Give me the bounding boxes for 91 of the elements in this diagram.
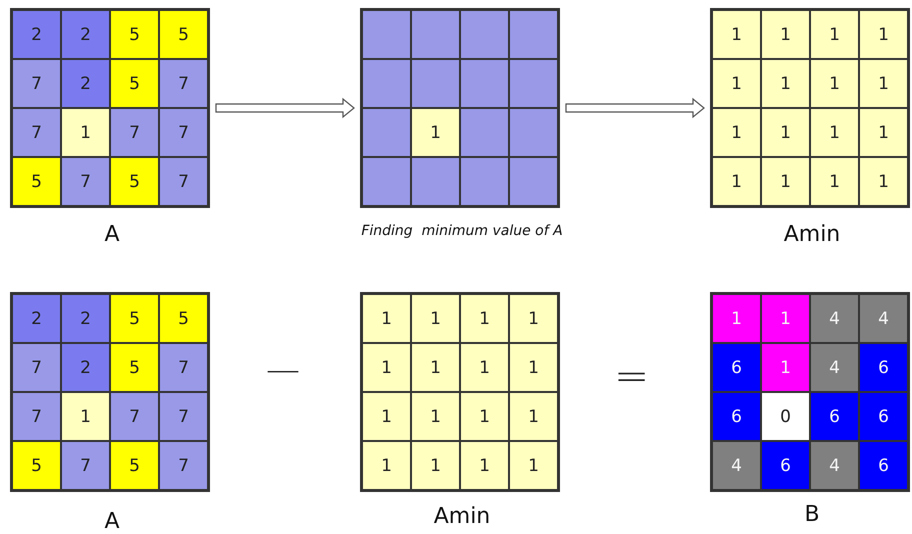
- grid-cell: 7: [12, 392, 61, 441]
- grid-cell: 1: [761, 157, 810, 206]
- matrix-name: Amin: [784, 222, 840, 247]
- grid-cell: 1: [810, 108, 859, 157]
- grid-cell: 1: [712, 294, 761, 343]
- grid-cell: 1: [362, 294, 411, 343]
- grid-cell: 1: [411, 392, 460, 441]
- grid-cell: 1: [411, 108, 460, 157]
- grid-cell: 2: [61, 10, 110, 59]
- grid-cell: 5: [159, 10, 208, 59]
- grid-cell: 1: [460, 392, 509, 441]
- grid-cell: 5: [110, 441, 159, 490]
- grid-cell: 1: [509, 392, 558, 441]
- grid-cell: 5: [110, 10, 159, 59]
- grid-cell: 2: [12, 10, 61, 59]
- matrix-name: A: [104, 509, 120, 534]
- grid-cell: 1: [761, 108, 810, 157]
- grid-cell: 7: [12, 343, 61, 392]
- grid-cell: 1: [810, 157, 859, 206]
- caption-text: Finding minimum value of A: [361, 223, 563, 239]
- grid-cell: 2: [61, 294, 110, 343]
- grid-cell: 1: [810, 59, 859, 108]
- grid-cell: 4: [859, 294, 908, 343]
- grid-cell: 1: [712, 59, 761, 108]
- grid-cell: 1: [761, 343, 810, 392]
- grid-cell: 1: [362, 343, 411, 392]
- grid-cell: 1: [509, 343, 558, 392]
- grid-cell: 6: [859, 392, 908, 441]
- grid-cell: 1: [761, 294, 810, 343]
- grid-cell: 5: [110, 294, 159, 343]
- grid-cell: 7: [61, 157, 110, 206]
- grid-cell: 7: [110, 392, 159, 441]
- grid-cell: 1: [411, 294, 460, 343]
- grid-cell: 1: [859, 108, 908, 157]
- equals-sign: =: [614, 355, 650, 397]
- grid-cell: 7: [12, 59, 61, 108]
- hollow-arrow: [215, 98, 355, 118]
- grid-cell: 4: [810, 343, 859, 392]
- hollow-arrow: [565, 98, 705, 118]
- grid-cell: 1: [712, 108, 761, 157]
- grid-cell: 6: [859, 343, 908, 392]
- grid-cell: 4: [810, 441, 859, 490]
- grid-cell: 1: [362, 392, 411, 441]
- grid-cell: 7: [159, 108, 208, 157]
- grid-cell: 1: [460, 441, 509, 490]
- grid-cell: 1: [460, 343, 509, 392]
- grid-cell: 6: [712, 343, 761, 392]
- grid-cell: 5: [159, 294, 208, 343]
- grid-cell: 4: [712, 441, 761, 490]
- grid-cell: 7: [159, 157, 208, 206]
- grid-cell: 1: [761, 59, 810, 108]
- grid-cell: 1: [761, 10, 810, 59]
- grid-cell: 2: [61, 59, 110, 108]
- grid-cell: 2: [61, 343, 110, 392]
- grid-cell: 5: [12, 441, 61, 490]
- grid-cell: 1: [61, 392, 110, 441]
- matrix-name: A: [104, 222, 120, 247]
- grid-cell: 1: [859, 59, 908, 108]
- grid-cell: 6: [859, 441, 908, 490]
- grid-cell: 5: [12, 157, 61, 206]
- grid-cell: 7: [159, 343, 208, 392]
- grid-cell: 7: [61, 441, 110, 490]
- grid-cell: 6: [810, 392, 859, 441]
- grid-cell: 7: [12, 108, 61, 157]
- grid-cell: 7: [159, 59, 208, 108]
- grid-cell: 2: [12, 294, 61, 343]
- grid-cell: 5: [110, 343, 159, 392]
- grid-cell: 0: [761, 392, 810, 441]
- grid-cell: 1: [810, 10, 859, 59]
- grid-cell: 1: [859, 157, 908, 206]
- grid-cell: 1: [509, 294, 558, 343]
- grid-cell: 7: [159, 441, 208, 490]
- grid-cell: 7: [110, 108, 159, 157]
- grid-cell: 6: [761, 441, 810, 490]
- grid-cell: 5: [110, 157, 159, 206]
- grid-cell: 1: [859, 10, 908, 59]
- grid-cell: 4: [810, 294, 859, 343]
- grid-cell: 1: [712, 157, 761, 206]
- grid-cell: 1: [712, 10, 761, 59]
- grid-cell: 1: [362, 441, 411, 490]
- grid-cell: 1: [460, 294, 509, 343]
- grid-cell: 1: [411, 343, 460, 392]
- grid-cell: 1: [411, 441, 460, 490]
- matrix-name: B: [804, 502, 820, 527]
- matrix-name: Amin: [434, 504, 490, 529]
- grid-cell: 7: [159, 392, 208, 441]
- grid-cell: 5: [110, 59, 159, 108]
- grid-cell: 1: [509, 441, 558, 490]
- minus-sign: —: [266, 353, 300, 387]
- grid-cell: 6: [712, 392, 761, 441]
- grid-cell: 1: [61, 108, 110, 157]
